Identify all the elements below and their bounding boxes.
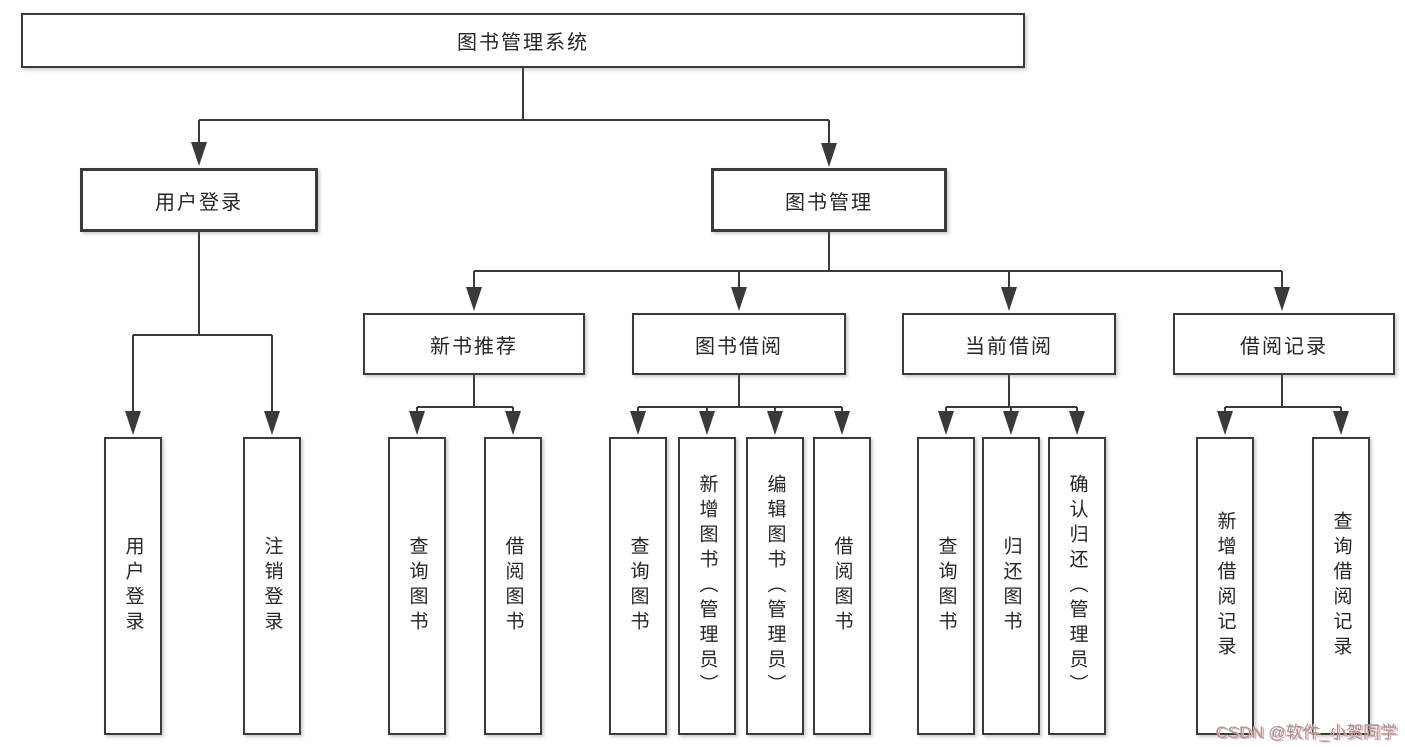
- leaf-add-borrow-record: 新增借阅记录: [1196, 437, 1254, 735]
- node-label: 当前借阅: [965, 335, 1053, 358]
- node-label: 归还图书: [1000, 536, 1022, 636]
- leaf-recommend-borrow-books: 借阅图书: [484, 437, 542, 735]
- leaf-current-query-books: 查询图书: [917, 437, 975, 735]
- node-book-management: 图书管理: [711, 168, 947, 232]
- node-user-login: 用户登录: [80, 168, 318, 232]
- node-label: 图书管理: [785, 191, 873, 214]
- leaf-return-books: 归还图书: [982, 437, 1040, 735]
- leaf-edit-books-admin: 编辑图书（管理员）: [746, 437, 804, 735]
- node-label: 借阅图书: [502, 536, 524, 636]
- node-label: 注销登录: [261, 536, 283, 636]
- node-label: 查询借阅记录: [1330, 511, 1352, 661]
- leaf-recommend-query-books: 查询图书: [388, 437, 446, 735]
- leaf-user-login: 用户登录: [104, 437, 162, 735]
- node-label: 编辑图书（管理员）: [764, 473, 786, 699]
- leaf-borrow-books: 借阅图书: [813, 437, 871, 735]
- node-label: 查询图书: [935, 536, 957, 636]
- leaf-borrow-query-books: 查询图书: [609, 437, 667, 735]
- node-label: 图书借阅: [695, 335, 783, 358]
- node-label: 新增借阅记录: [1214, 511, 1236, 661]
- leaf-add-books-admin: 新增图书（管理员）: [678, 437, 736, 735]
- node-label: 图书管理系统: [457, 32, 589, 54]
- node-borrow-records: 借阅记录: [1173, 313, 1395, 375]
- node-library-management-system: 图书管理系统: [21, 13, 1025, 68]
- node-label: 查询图书: [406, 536, 428, 636]
- leaf-confirm-return-admin: 确认归还（管理员）: [1048, 437, 1106, 735]
- node-label: 新增图书（管理员）: [696, 473, 718, 699]
- node-label: 查询图书: [627, 536, 649, 636]
- csdn-watermark: CSDN @软件_小贺同学: [1215, 723, 1397, 742]
- node-label: 借阅记录: [1240, 335, 1328, 358]
- node-current-borrow: 当前借阅: [902, 313, 1116, 375]
- node-label: 借阅图书: [831, 536, 853, 636]
- leaf-query-borrow-record: 查询借阅记录: [1312, 437, 1370, 735]
- node-label: 用户登录: [155, 191, 243, 214]
- leaf-logout: 注销登录: [243, 437, 301, 735]
- node-new-book-recommend: 新书推荐: [363, 313, 585, 375]
- node-label: 新书推荐: [430, 335, 518, 358]
- node-label: 确认归还（管理员）: [1066, 473, 1088, 699]
- node-book-borrow: 图书借阅: [632, 313, 846, 375]
- node-label: 用户登录: [122, 536, 144, 636]
